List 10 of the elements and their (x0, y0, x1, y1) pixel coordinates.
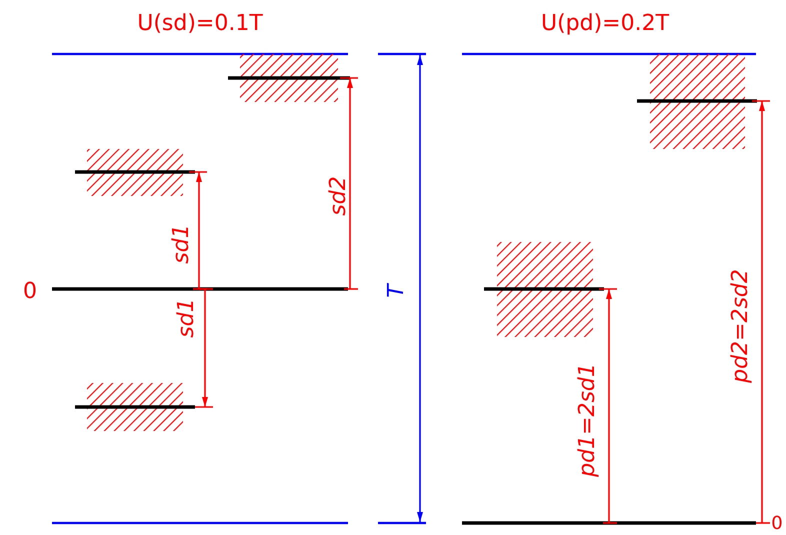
dimension-label: pd2=2sd2 (730, 269, 752, 383)
dimension-label: sd2 (328, 176, 350, 216)
level-label: 0 (23, 281, 37, 303)
dimension-label: pd1=2sd1 (577, 363, 599, 477)
dimension-label: sd1 (171, 224, 193, 264)
panel-title: U(pd)=0.2T (540, 13, 670, 35)
panel-title: U(sd)=0.1T (137, 13, 263, 35)
dimension-label: T (386, 284, 408, 298)
dimension-label: sd1 (176, 298, 198, 338)
level-label: 0 (771, 515, 783, 533)
